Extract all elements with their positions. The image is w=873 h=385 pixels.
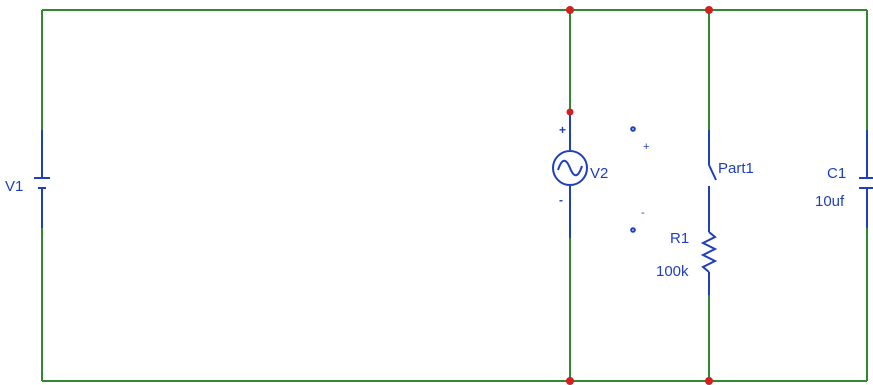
control-terminal-plus-icon [630,126,636,132]
nodes [566,6,713,385]
r1-resistor[interactable]: R1 100k [656,224,718,295]
c1-value-label: 10uf [815,193,845,210]
control-plus-label: + [643,141,649,153]
node-bottom-r1[interactable] [705,377,713,385]
v1-battery[interactable]: V1 [5,130,50,228]
wires [41,9,868,382]
part1-switch[interactable]: Part1 + - [630,126,754,233]
v1-label: V1 [5,178,23,195]
c1-capacitor[interactable]: C1 10uf [815,130,873,228]
r1-value-label: 100k [656,263,689,280]
r1-name-label: R1 [670,230,689,247]
node-top-v2[interactable] [566,6,574,14]
c1-name-label: C1 [827,165,846,182]
part1-label: Part1 [718,160,754,177]
control-minus-label: - [641,207,645,219]
node-v2-plus[interactable] [566,108,574,116]
sine-icon [557,159,583,177]
node-top-r1[interactable] [705,6,713,14]
v2-minus-label: - [559,193,563,207]
node-bottom-v2[interactable] [566,377,574,385]
control-terminal-minus-icon [630,227,636,233]
v2-ac-source[interactable]: + - V2 [552,112,608,238]
v2-label: V2 [590,165,608,182]
v2-plus-label: + [559,123,566,137]
